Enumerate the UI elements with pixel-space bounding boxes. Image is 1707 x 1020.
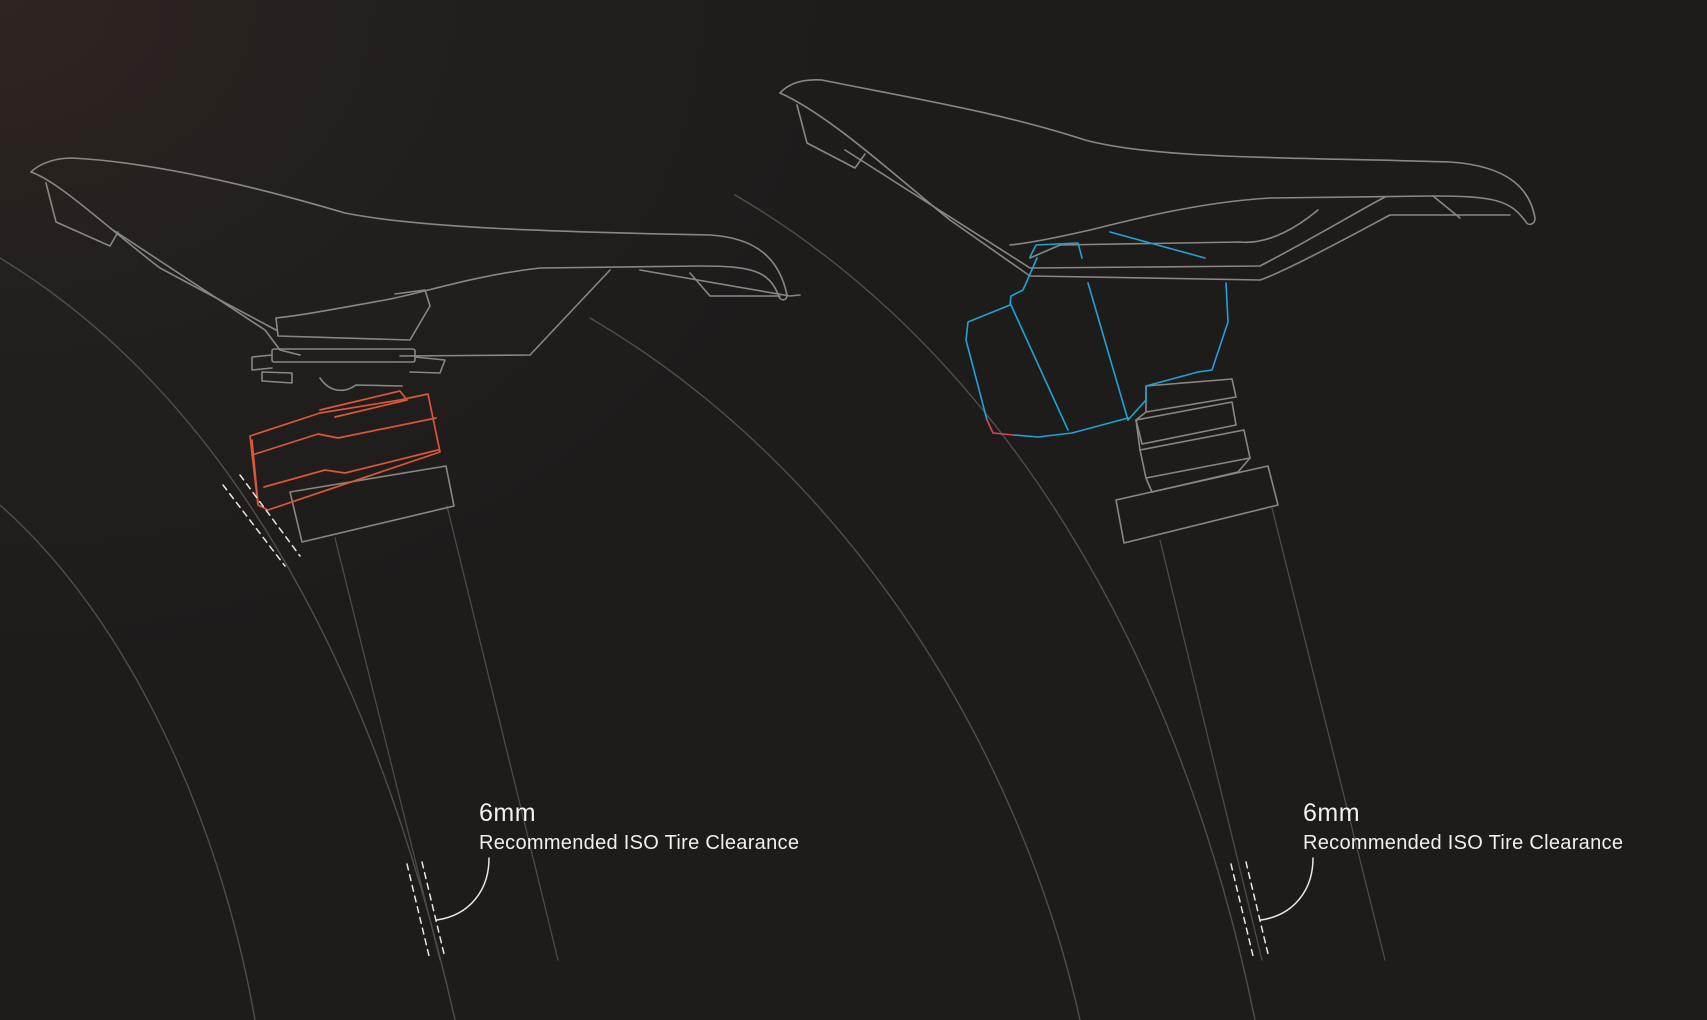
left-saddle (30, 157, 801, 392)
left-clearance-dashes-bottom (406, 861, 446, 961)
right-callout-line (1260, 857, 1314, 921)
right-head-clamp (1135, 378, 1251, 493)
tire-arc-left-outer (0, 257, 456, 1020)
left-clearance-label: 6mm Recommended ISO Tire Clearance (479, 799, 800, 854)
right-accent-bag-red-edge (986, 419, 1014, 436)
right-clearance-label: 6mm Recommended ISO Tire Clearance (1303, 799, 1624, 854)
right-assembly (779, 79, 1536, 961)
left-clearance-dashes-top (222, 474, 301, 567)
tire-arc-left-far (589, 317, 1081, 1020)
right-seatpost-collar (1115, 465, 1279, 544)
tire-arc-left-inner (0, 504, 256, 1020)
left-seatpost-collar (289, 465, 455, 543)
left-clearance-caption: Recommended ISO Tire Clearance (479, 831, 800, 854)
right-accent-bag (965, 231, 1229, 438)
left-seatpost-tube (334, 505, 559, 961)
right-clearance-dashes-bottom (1230, 861, 1270, 961)
right-saddle (779, 79, 1536, 281)
left-callout-line (436, 857, 490, 921)
right-clearance-caption: Recommended ISO Tire Clearance (1303, 831, 1624, 854)
tire-arcs (0, 194, 1256, 1020)
right-seatpost-tube (1159, 507, 1386, 961)
right-clearance-value: 6mm (1303, 799, 1361, 827)
left-assembly (30, 157, 801, 961)
left-accent-bag (249, 390, 441, 511)
tire-arc-right-outer (734, 194, 1256, 1020)
left-clearance-value: 6mm (479, 799, 537, 827)
